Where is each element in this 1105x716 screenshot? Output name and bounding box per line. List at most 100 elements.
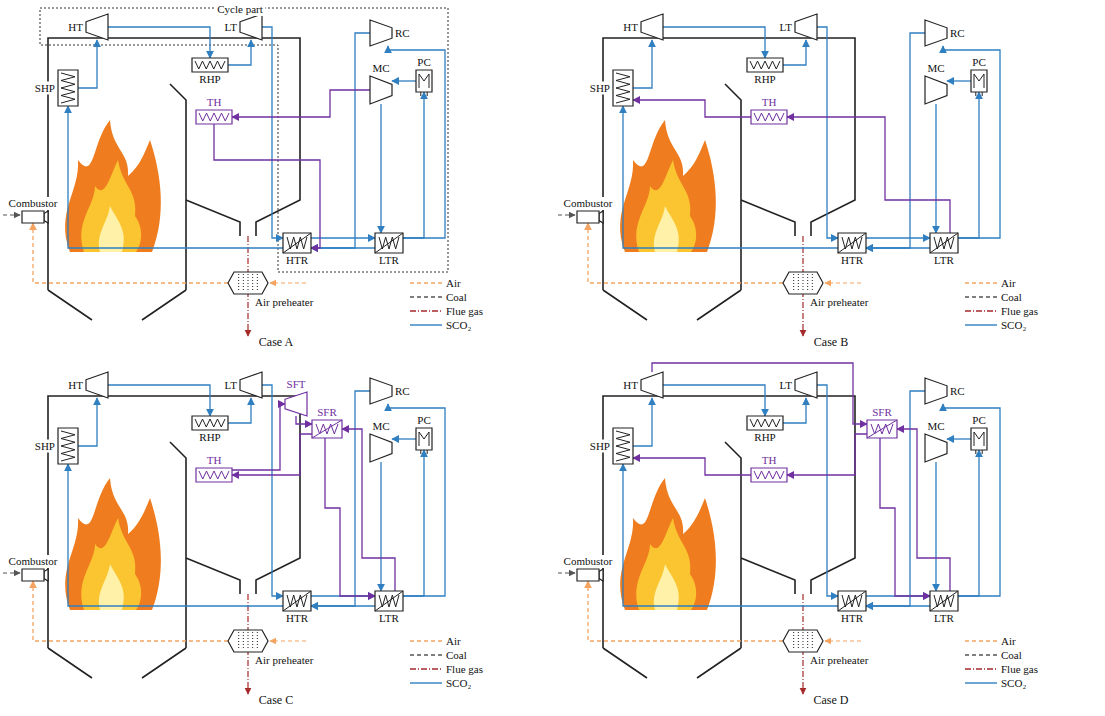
- symbol-detail: [199, 471, 229, 479]
- legend-text: SCO₂: [446, 676, 471, 690]
- boiler: [558, 396, 861, 694]
- symbol-detail: [803, 274, 804, 292]
- legend-line: [410, 282, 442, 283]
- legend-line: [410, 668, 442, 669]
- legend-line: [965, 310, 997, 311]
- component-symbol: [613, 428, 633, 464]
- component: HTR: [283, 233, 311, 253]
- component-symbol: [283, 591, 311, 611]
- flow-line: [783, 398, 806, 423]
- symbol-detail: [243, 274, 244, 292]
- symbol-outline: [416, 70, 432, 92]
- symbol-outline: [86, 372, 108, 398]
- component-label: Air preheater: [254, 296, 314, 309]
- symbol-detail: [252, 274, 253, 292]
- symbol-detail: [427, 92, 428, 96]
- component: Combustor: [22, 569, 44, 581]
- legend-item: Air: [965, 276, 1016, 290]
- legend-text: Coal: [446, 648, 467, 662]
- flow-line: [228, 40, 251, 65]
- flow-line: [33, 223, 228, 283]
- symbol-detail: [420, 92, 421, 96]
- symbol-detail: [754, 113, 784, 121]
- flow-line: [783, 40, 806, 65]
- symbol-detail: [750, 419, 780, 427]
- symbol-detail: [803, 632, 804, 650]
- symbol-outline: [86, 14, 108, 40]
- symbol-detail: [248, 632, 249, 650]
- symbol-detail: [975, 92, 976, 96]
- component: RC: [925, 378, 947, 404]
- symbol-detail: [379, 595, 399, 607]
- legend-sample: [965, 664, 997, 674]
- symbol-outline: [751, 110, 787, 124]
- symbol-outline: [375, 591, 403, 611]
- component-label: TH: [206, 454, 223, 467]
- component: SHP: [58, 70, 78, 106]
- component-label: HT: [622, 21, 639, 34]
- symbol-outline: [795, 372, 817, 398]
- component-symbol: [22, 211, 44, 223]
- component-label: RC: [394, 385, 411, 398]
- component-label: HT: [622, 379, 639, 392]
- legend-item: Coal: [965, 648, 1022, 662]
- flow-line: [633, 398, 652, 446]
- component-label: RHP: [753, 73, 776, 86]
- flow-line: [866, 33, 925, 248]
- flow-line: [652, 363, 867, 424]
- flow-line: [787, 117, 950, 233]
- legend-sample: [410, 292, 442, 302]
- legend-item: Coal: [410, 290, 467, 304]
- symbol-outline: [22, 211, 44, 223]
- symbol-outline: [577, 211, 599, 223]
- component-label: PC: [971, 414, 986, 427]
- flow-line: [787, 434, 867, 475]
- component-label: Combustor: [8, 555, 59, 568]
- component: Combustor: [22, 211, 44, 223]
- legend-sample: [965, 678, 997, 688]
- legend-text: Coal: [446, 290, 467, 304]
- component-label: TH: [761, 96, 778, 109]
- symbol-outline: [838, 591, 866, 611]
- component: Combustor: [577, 211, 599, 223]
- symbol-detail: [199, 113, 229, 121]
- flow-line: [943, 404, 1000, 596]
- legend-text: SCO₂: [446, 318, 471, 332]
- legend-sample: [410, 636, 442, 646]
- symbol-detail: [807, 632, 808, 650]
- component: TH: [196, 110, 232, 124]
- component-label: PC: [416, 56, 431, 69]
- component-symbol: [751, 110, 787, 124]
- component-symbol: [285, 392, 307, 416]
- legend-text: SCO₂: [1001, 676, 1026, 690]
- symbol-detail: [379, 237, 399, 249]
- symbol-detail: [283, 233, 311, 253]
- boiler: [558, 38, 861, 336]
- symbol-outline: [228, 630, 268, 652]
- legend-item: Air: [410, 276, 461, 290]
- symbol-outline: [416, 428, 432, 450]
- symbol-outline: [58, 70, 78, 106]
- component-symbol: [747, 58, 783, 72]
- symbol-detail: [934, 237, 954, 249]
- legend-text: Flue gas: [446, 304, 483, 318]
- symbol-outline: [783, 272, 823, 294]
- symbol-outline: [283, 591, 311, 611]
- symbol-outline: [370, 20, 392, 46]
- flow-line: [392, 80, 416, 81]
- legend-sample: [410, 650, 442, 660]
- flow-line: [588, 223, 783, 283]
- component: SFR: [312, 420, 342, 438]
- symbol-outline: [795, 14, 817, 40]
- component-symbol: [416, 428, 432, 450]
- component-symbol: [838, 591, 866, 611]
- component: Air preheater: [783, 630, 823, 652]
- symbol-detail: [812, 632, 813, 650]
- symbol-detail: [754, 471, 784, 479]
- symbol-detail: [812, 274, 813, 292]
- region-label: Cycle part: [215, 2, 265, 16]
- flow-line: [663, 385, 765, 416]
- symbol-outline: [577, 569, 599, 581]
- flow-line: [232, 434, 312, 475]
- flow-line: [880, 438, 930, 596]
